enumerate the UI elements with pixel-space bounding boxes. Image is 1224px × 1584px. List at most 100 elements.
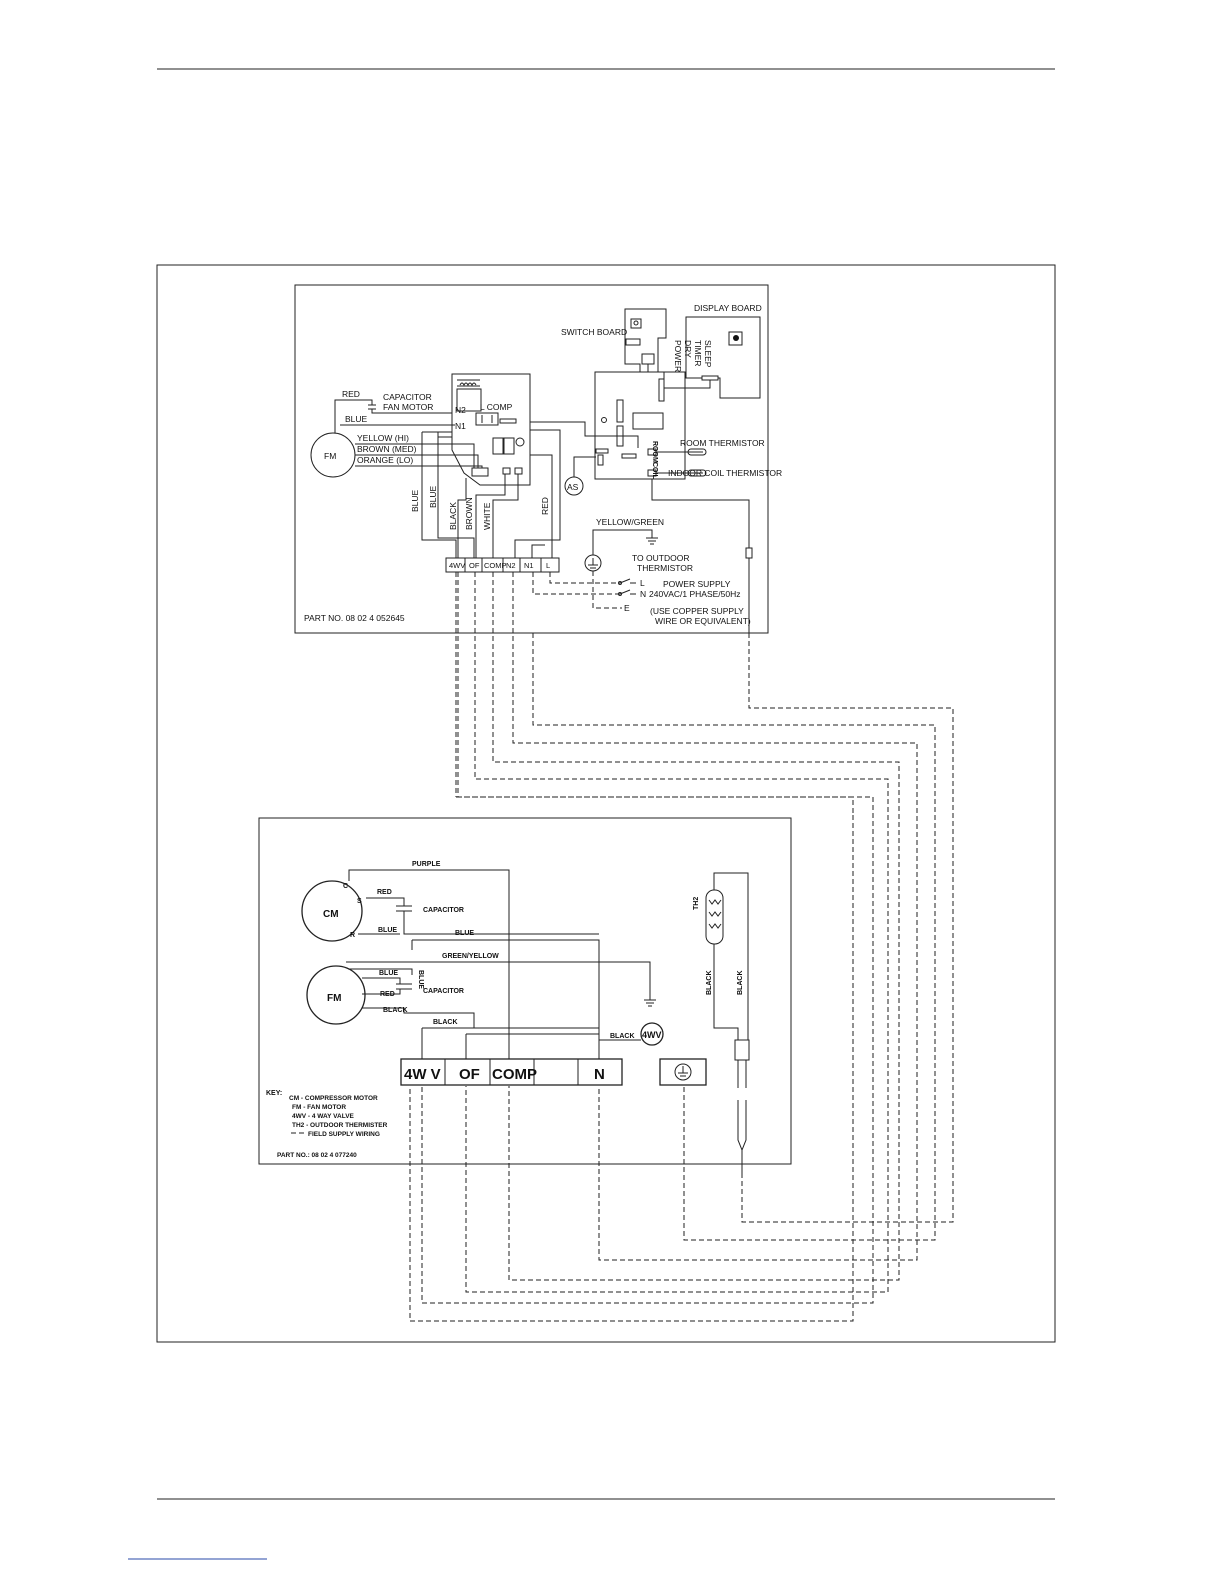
compressor-motor: [301, 880, 363, 942]
switch-connector-b: [641, 353, 655, 365]
power-pcb: [451, 373, 531, 486]
pcb-n2: N2: [455, 405, 466, 415]
terminal-n2: N2: [506, 561, 516, 570]
yellow-hi-label: YELLOW (HI): [357, 433, 409, 443]
blue-wire-1: [421, 432, 457, 558]
th2-label: TH2: [693, 897, 700, 910]
outdoor-terminal-strip: 4W V OF COMP N: [400, 1058, 623, 1086]
outdoor-blue-1: BLUE: [378, 927, 397, 934]
yellow-green-label: YELLOW/GREEN: [596, 517, 664, 527]
outdoor-capacitor-2: CAPACITOR: [423, 988, 464, 995]
terminal-of: OF: [469, 561, 480, 570]
outdoor-part-number: PART NO.: 08 02 4 077240: [277, 1152, 357, 1159]
purple-wire: PURPLE: [412, 861, 441, 868]
th2-black-left: BLACK: [706, 971, 713, 996]
key-title: KEY:: [266, 1090, 282, 1097]
outdoor-blue-2: BLUE: [455, 930, 474, 937]
room-thermistor-probe: [687, 448, 707, 456]
black-wire: [457, 478, 467, 558]
key-field-wiring: FIELD SUPPLY WIRING: [308, 1131, 380, 1138]
outdoor-panel-frame: [258, 817, 792, 1165]
th2-thermistor: [705, 889, 724, 945]
switch-button: [630, 318, 642, 329]
copper-wire-note-2: WIRE OR EQUIVALENT): [655, 616, 751, 626]
power-supply-label: POWER SUPPLY: [663, 579, 731, 589]
field-supply-wiring: [409, 572, 954, 1322]
outdoor-wiring-panel: CM C S R PURPLE RED CAPACITOR BLUE BLUE …: [258, 817, 792, 1178]
pcb-n1: N1: [455, 421, 466, 431]
outdoor-black-1: BLACK: [383, 1007, 408, 1014]
four-way-valve: [640, 1022, 664, 1046]
indoor-red-wire: RED: [342, 389, 360, 399]
outdoor-terminal-of: OF: [459, 1066, 480, 1083]
key-th2: TH2 - OUTDOOR THERMISTER: [292, 1122, 388, 1129]
outdoor-thermistor-connector: [745, 547, 753, 559]
vert-red: RED: [540, 497, 550, 515]
cm-c-pin: C: [343, 883, 348, 890]
terminal-comp: COMP: [484, 561, 507, 570]
vert-brown: BROWN: [464, 497, 474, 530]
key-4wv: 4WV - 4 WAY VALVE: [292, 1113, 355, 1120]
vert-blue-1: BLUE: [410, 489, 420, 512]
coil-tag: COIL: [651, 462, 658, 479]
outer-frame: [156, 264, 1056, 1343]
key-fm: FM - FAN MOTOR: [292, 1104, 346, 1111]
outdoor-terminal-comp: COMP: [492, 1066, 537, 1083]
terminal-4wv: 4WV: [449, 561, 465, 570]
line-e: E: [624, 603, 630, 613]
room-tag: ROOM: [651, 441, 658, 463]
orange-lo-label: ORANGE (LO): [357, 455, 413, 465]
valve-label: 4WV: [642, 1030, 662, 1040]
red-wire: [530, 454, 553, 558]
indoor-wiring-panel: DISPLAY BOARD SLEEP TIMER DRY POWER SWIT…: [294, 284, 782, 634]
thermistor-label: THERMISTOR: [637, 563, 693, 573]
outdoor-terminal-4wv: 4W V: [404, 1066, 441, 1083]
outdoor-blue-vert: BLUE: [417, 970, 424, 989]
capacitor-label: CAPACITOR: [383, 392, 432, 402]
indoor-coil-thermistor-label: INDOOR COIL THERMISTOR: [668, 468, 782, 478]
outdoor-red-1: RED: [377, 889, 392, 896]
led-dry: DRY: [683, 340, 693, 358]
pcb-l-comp: L COMP: [480, 402, 513, 412]
indoor-terminal-strip: 4WV OF COMP N2 N1 L: [445, 557, 560, 573]
coil-thermistor-probe: [687, 469, 707, 477]
led-sleep: SLEEP: [703, 340, 713, 368]
line-n: N: [640, 589, 646, 599]
vert-white: WHITE: [482, 502, 492, 530]
relay-terminals: [475, 412, 499, 426]
outdoor-earth-terminal: [659, 1058, 707, 1086]
cm-r-pin: R: [350, 932, 355, 939]
transformer: [456, 388, 482, 412]
outdoor-capacitor-1: CAPACITOR: [423, 907, 464, 914]
power-switch: [619, 578, 631, 595]
copper-wire-note-1: (USE COPPER SUPPLY: [650, 606, 744, 616]
display-sensor-dot: [733, 335, 739, 341]
outdoor-blue-3: BLUE: [379, 970, 398, 977]
vert-black: BLACK: [448, 502, 458, 530]
outdoor-fm-label: FM: [327, 993, 341, 1004]
indoor-blue-wire: BLUE: [345, 414, 368, 424]
green-yellow-wire: GREEN/YELLOW: [442, 953, 499, 960]
fan-speed-connector: [471, 467, 489, 477]
switch-board-label: SWITCH BOARD: [561, 327, 627, 337]
to-outdoor-label: TO OUTDOOR: [632, 553, 689, 563]
th2-black-right: BLACK: [737, 971, 744, 996]
earth-symbol: [646, 537, 658, 545]
main-connector-top: [658, 378, 665, 402]
display-board-outline: [685, 316, 761, 399]
room-thermistor-label: ROOM THERMISTOR: [680, 438, 765, 448]
terminal-n1: N1: [524, 561, 534, 570]
switch-connector-a: [625, 338, 641, 346]
indoor-panel-frame: [294, 284, 769, 634]
brown-med-label: BROWN (MED): [357, 444, 417, 454]
white-wire: [492, 474, 519, 558]
led-power: POWER: [673, 340, 683, 372]
display-board-label: DISPLAY BOARD: [694, 303, 762, 313]
cm-s-pin: S: [357, 898, 362, 905]
line-l: L: [640, 578, 645, 588]
power-supply-spec: 240VAC/1 PHASE/50Hz: [649, 589, 741, 599]
vert-blue-2: BLUE: [428, 485, 438, 508]
brown-wire: [475, 474, 506, 558]
fan-motor-label: FAN MOTOR: [383, 402, 433, 412]
outdoor-black-3: BLACK: [610, 1033, 635, 1040]
